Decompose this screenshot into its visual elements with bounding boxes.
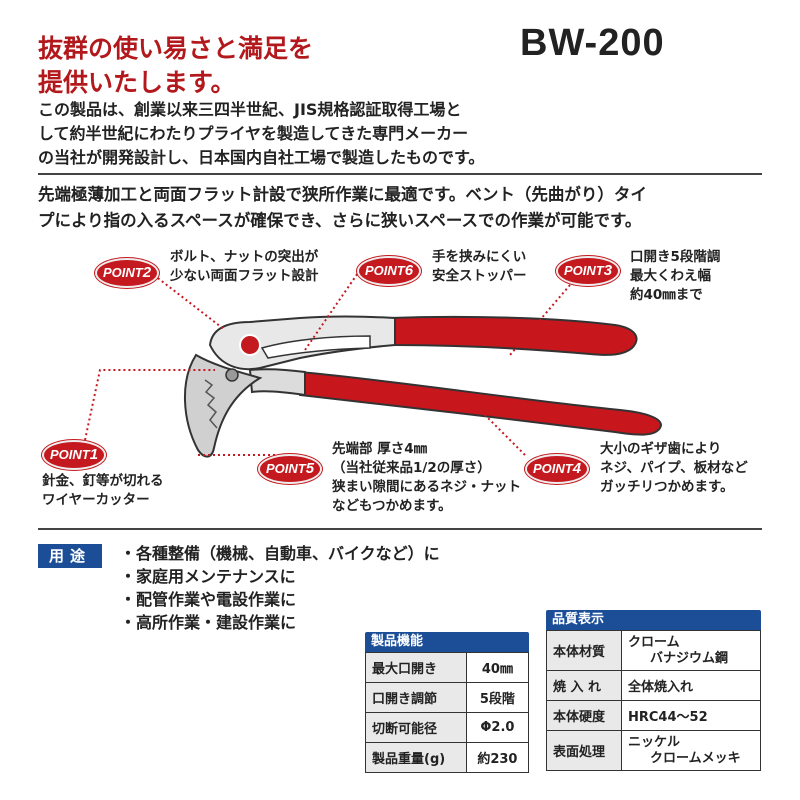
point-6-callout: 手を挟みにくい 安全ストッパー [432,249,527,284]
table-row: 製品重量(g) 約230 [365,742,530,773]
table-row: 本体硬度 HRC44〜52 [546,700,761,731]
headline-line1: 抜群の使い易さと満足を [38,34,314,63]
jaw-teeth [204,379,218,429]
usage-list: ・各種整備（機械、自動車、バイクなど）に ・家庭用メンテナンスに ・配管作業や電… [120,542,440,634]
usage-item: ・配管作業や電設作業に [120,590,297,609]
table-row: 切断可能径 Φ2.0 [365,712,530,743]
brand-logo-icon [239,334,261,356]
point-badge-3: POINT3 [556,256,620,286]
lower-handle [299,370,662,436]
point-5-callout: 先端部 厚さ4㎜ （当社従来品1/2の厚さ） 狭まい隙間にあるネジ・ナット など… [332,441,521,514]
table-row: 本体材質 クローム バナジウム鋼 [546,630,761,671]
point-3-callout: 口開き5段階調 最大くわえ幅 約40㎜まで [630,249,721,303]
divider-top [38,173,762,175]
quality-table-title: 品質表示 [546,610,761,630]
headline-line2: 提供いたします。 [38,68,236,97]
function-table-title: 製品機能 [365,632,529,652]
summary-line2: プにより指の入るスペースが確保でき、さらに狭いスペースでの作業が可能です。 [38,211,642,230]
summary-text: 先端極薄加工と両面フラット計設で狭所作業に最適です。ベント（先曲がり）タイ プに… [38,182,647,234]
summary-line1: 先端極薄加工と両面フラット計設で狭所作業に最適です。ベント（先曲がり）タイ [38,185,647,204]
point-badge-2: POINT2 [95,258,159,288]
adjust-slot [260,335,371,359]
point-2-callout: ボルト、ナットの突出が 少ない両面フラット設計 [170,249,319,284]
divider-bottom [38,528,762,530]
point-badge-6: POINT6 [357,256,421,286]
table-row: 最大口開き 40㎜ [365,652,530,683]
lower-body [248,368,306,397]
usage-item: ・家庭用メンテナンスに [120,567,296,586]
point-badge-5: POINT5 [258,454,322,484]
point-4-callout: 大小のギザ歯により ネジ、パイプ、板材など ガッチリつかめます。 [600,441,748,495]
upper-handle [388,315,638,356]
table-row: 表面処理 ニッケル クロームメッキ [546,730,761,771]
usage-label: 用途 [38,544,102,568]
point-1-callout: 針金、釘等が切れる ワイヤーカッター [42,473,164,508]
pivot-icon [225,368,239,382]
intro-line3: の当社が開発設計し、日本国内自社工場で製造したものです。 [38,148,485,167]
intro-line1: この製品は、創業以来三四半世紀、JIS規格認証取得工場と [38,100,462,119]
leader-lines [84,269,571,456]
usage-item: ・高所作業・建設作業に [120,613,297,632]
headline: 抜群の使い易さと満足を 提供いたします。 [38,32,313,100]
usage-item: ・各種整備（機械、自動車、バイクなど）に [120,544,440,563]
jaw [183,353,263,458]
table-row: 焼 入 れ 全体焼入れ [546,670,761,701]
intro-text: この製品は、創業以来三四半世紀、JIS規格認証取得工場と して約半世紀にわたりプ… [38,98,484,170]
table-row: 口開き調節 5段階 [365,682,530,713]
function-table: 製品機能 最大口開き 40㎜ 口開き調節 5段階 切断可能径 Φ2.0 製品重量… [365,632,530,773]
intro-line2: して約半世紀にわたりプライヤを製造してきた専門メーカー [38,124,469,143]
quality-table: 品質表示 本体材質 クローム バナジウム鋼 焼 入 れ 全体焼入れ 本体硬度 H… [546,610,761,771]
point-badge-4: POINT4 [525,454,589,484]
model-number: BW-200 [520,22,665,64]
point-badge-1: POINT1 [42,440,106,470]
